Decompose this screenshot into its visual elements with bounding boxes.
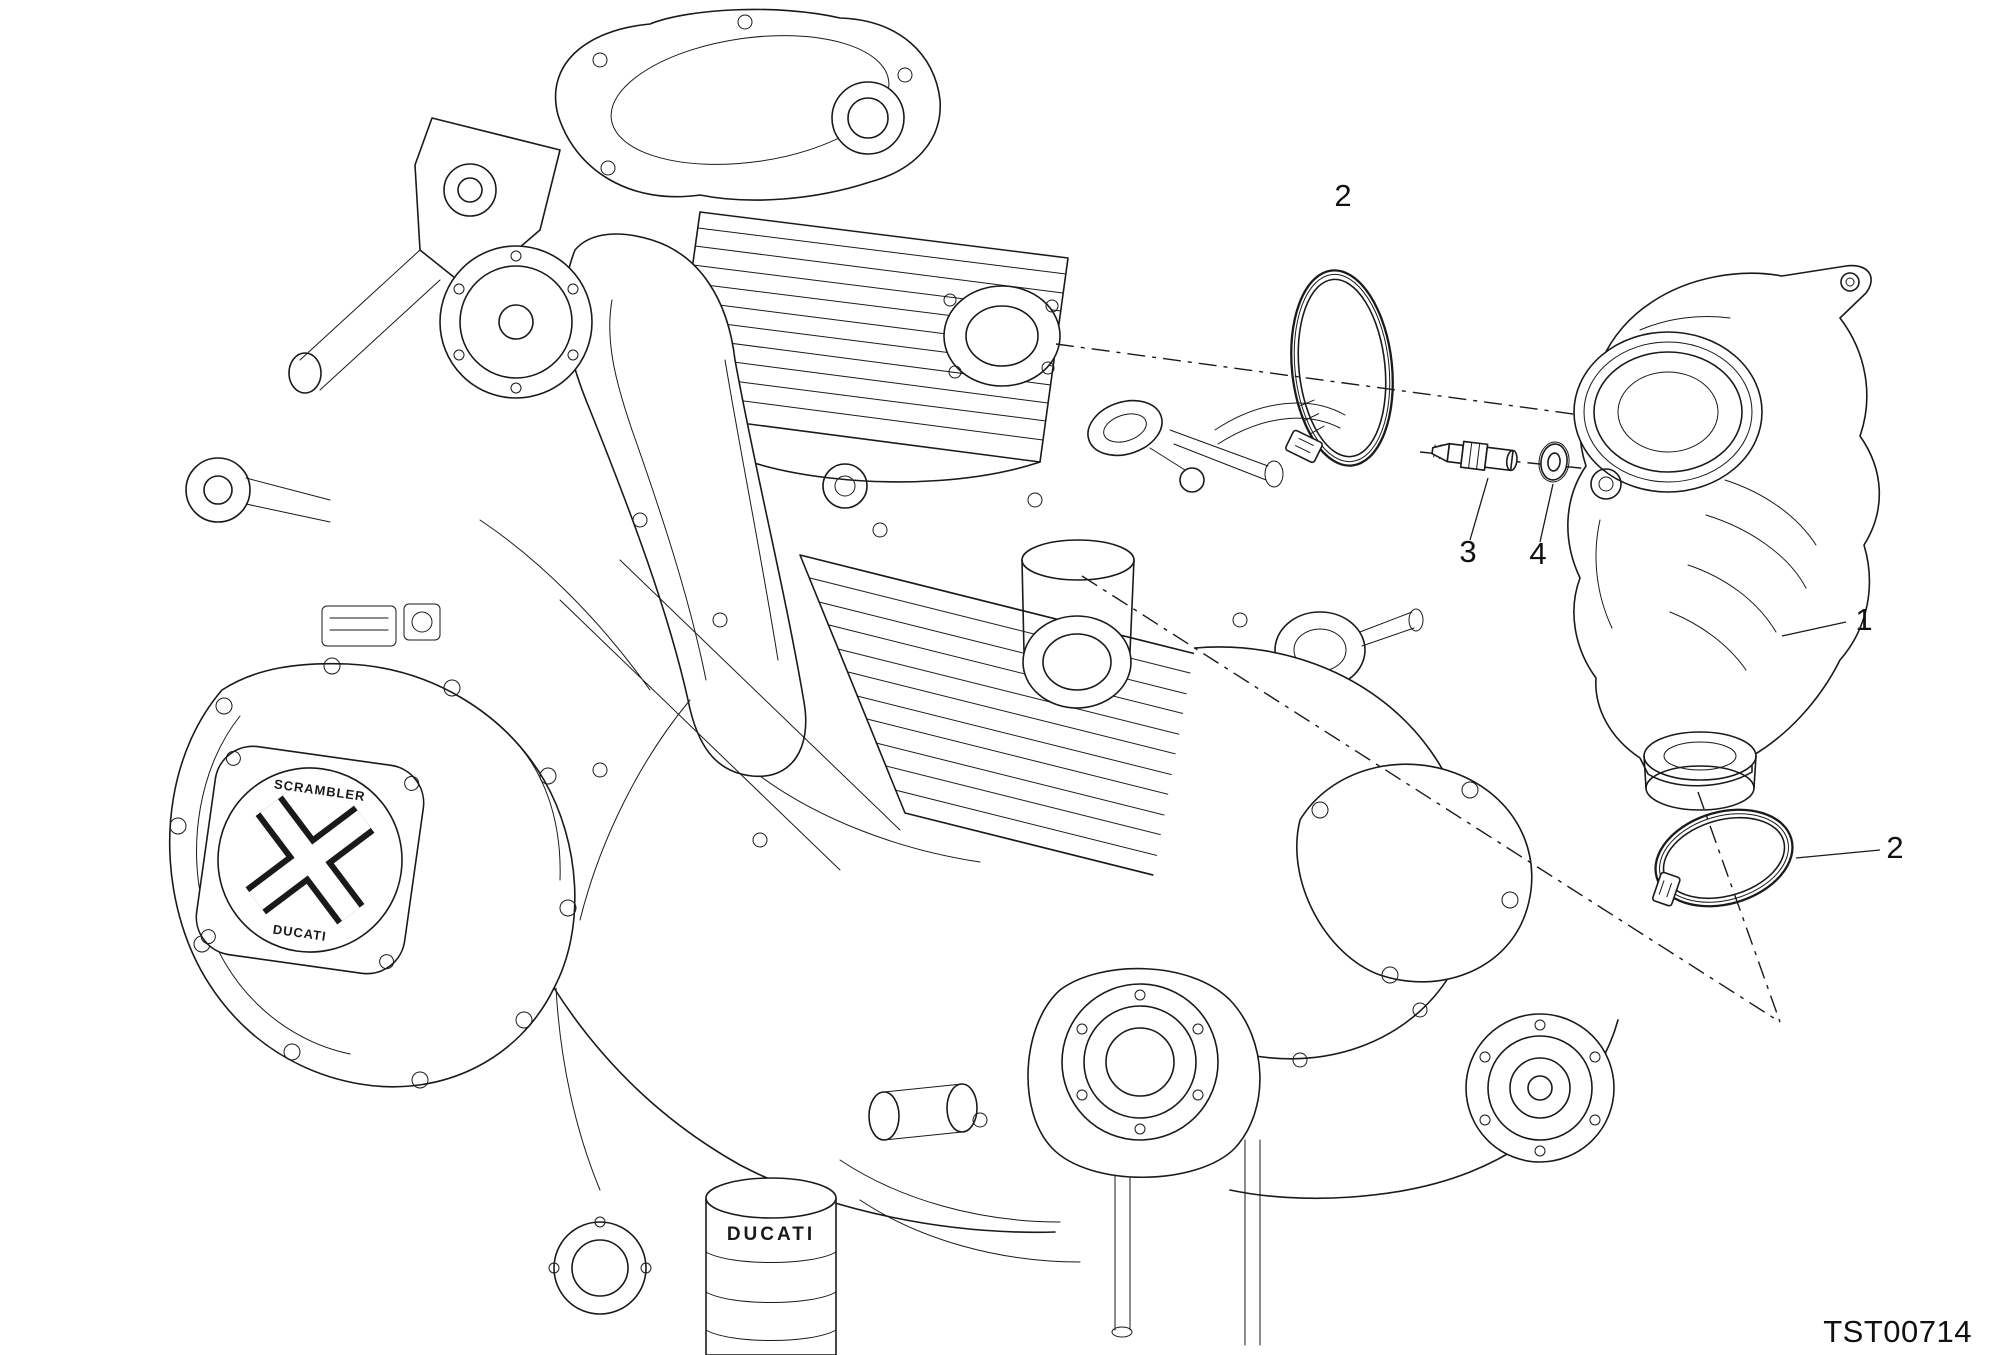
cam-cover <box>554 8 941 201</box>
belt-cover <box>439 233 807 778</box>
clutch-cover <box>1027 967 1261 1178</box>
lower-hose-clamp-part <box>1652 808 1794 908</box>
part-code: TST00714 <box>1823 1314 1972 1349</box>
starter-motor <box>868 1083 978 1141</box>
rear-intake-port <box>943 285 1061 387</box>
alternator-cover: SCRAMBLER DUCATI <box>168 657 577 1089</box>
front-cylinder-head <box>1134 646 1533 1060</box>
clamp-screw <box>1284 429 1323 464</box>
ignition-coil <box>1087 399 1346 493</box>
scrambler-x-plate: SCRAMBLER DUCATI <box>195 745 425 975</box>
callout-leader-lines <box>1469 477 1881 859</box>
case-bolts <box>592 492 1428 1128</box>
upper-hose-clamp-part <box>1284 269 1394 467</box>
case-seams <box>479 519 901 871</box>
assembly-centerlines <box>1055 343 1781 1023</box>
front-intake-stack <box>1021 539 1135 709</box>
oil-filter: DUCATI <box>705 1177 837 1355</box>
side-cover <box>1465 1013 1615 1163</box>
washer-part <box>1538 441 1570 483</box>
manifold-sensor-boss <box>1590 468 1622 500</box>
callout-label-lower-clamp: 2 <box>1886 830 1903 865</box>
intake-manifold-part <box>1567 264 1881 811</box>
callout-label-sensor: 3 <box>1459 534 1476 569</box>
sensor-fitting-part <box>1431 440 1518 472</box>
callout-label-upper-clamp: 2 <box>1334 178 1351 213</box>
clamp-screw <box>1652 871 1681 907</box>
engine-assembly: SCRAMBLER DUCATI <box>168 8 1619 1355</box>
plate-text-bottom: DUCATI <box>272 922 328 944</box>
crankcase <box>548 699 1619 1315</box>
frame-lug <box>185 457 331 523</box>
callout-label-washer: 4 <box>1529 536 1546 571</box>
callout-label-manifold: 1 <box>1855 602 1872 637</box>
engine-labels <box>321 603 441 647</box>
oil-filter-text: DUCATI <box>727 1224 815 1245</box>
manifold-mouth <box>1573 331 1763 493</box>
